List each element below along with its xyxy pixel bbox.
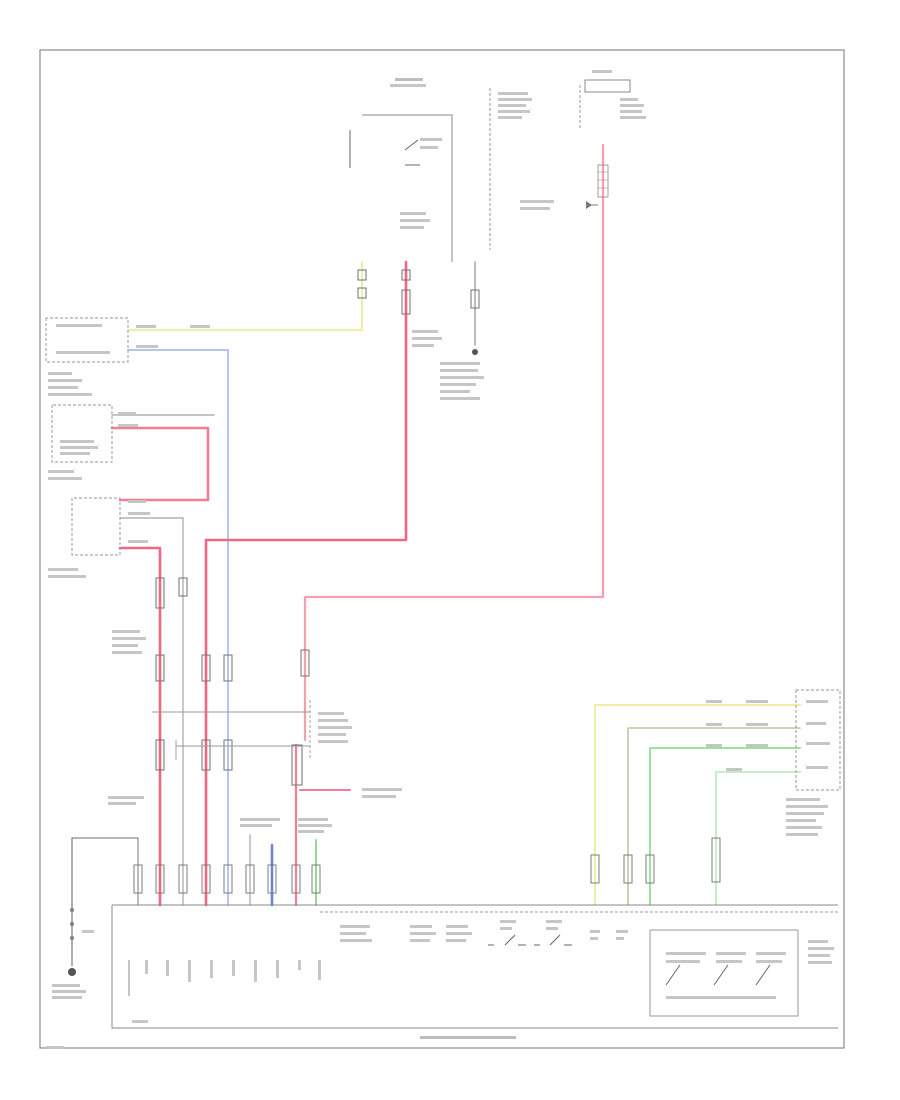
wire-blue bbox=[127, 349, 229, 906]
relay-switch-icon bbox=[349, 130, 420, 168]
diagram-frame bbox=[39, 49, 845, 1049]
connector-stack-top-right bbox=[586, 164, 609, 209]
ground-icon-top bbox=[412, 330, 484, 400]
wire-yellow-right bbox=[594, 704, 801, 906]
wire-red-left-vertical bbox=[118, 546, 162, 907]
wire-red-left bbox=[110, 426, 210, 502]
wire-gray-1 bbox=[119, 517, 184, 906]
wire-green-right bbox=[649, 747, 801, 906]
wire-ltgreen-right bbox=[715, 771, 801, 906]
inline-connectors bbox=[155, 269, 480, 786]
wire-yellow-top bbox=[126, 260, 364, 332]
left-module-lower bbox=[48, 497, 150, 578]
top-label-group bbox=[390, 70, 646, 229]
bottom-connector-row bbox=[133, 837, 721, 894]
right-module bbox=[706, 689, 841, 836]
fuse-block-top bbox=[349, 79, 631, 262]
switch-icon bbox=[504, 934, 561, 946]
module-switches bbox=[340, 920, 628, 946]
ground-left bbox=[52, 837, 138, 999]
ground-icon bbox=[68, 968, 76, 976]
left-module-middle bbox=[48, 404, 138, 480]
wire-gray-right bbox=[627, 727, 801, 906]
main-module bbox=[46, 904, 838, 1049]
wire-group bbox=[110, 143, 801, 907]
module-pin-labels bbox=[128, 960, 321, 996]
wire-red-center bbox=[204, 260, 408, 907]
left-module-upper bbox=[45, 317, 210, 396]
wire-red-right bbox=[303, 143, 605, 742]
splice-labels bbox=[108, 630, 402, 833]
module-sub-box bbox=[649, 929, 834, 1017]
splice-bar bbox=[152, 700, 311, 760]
